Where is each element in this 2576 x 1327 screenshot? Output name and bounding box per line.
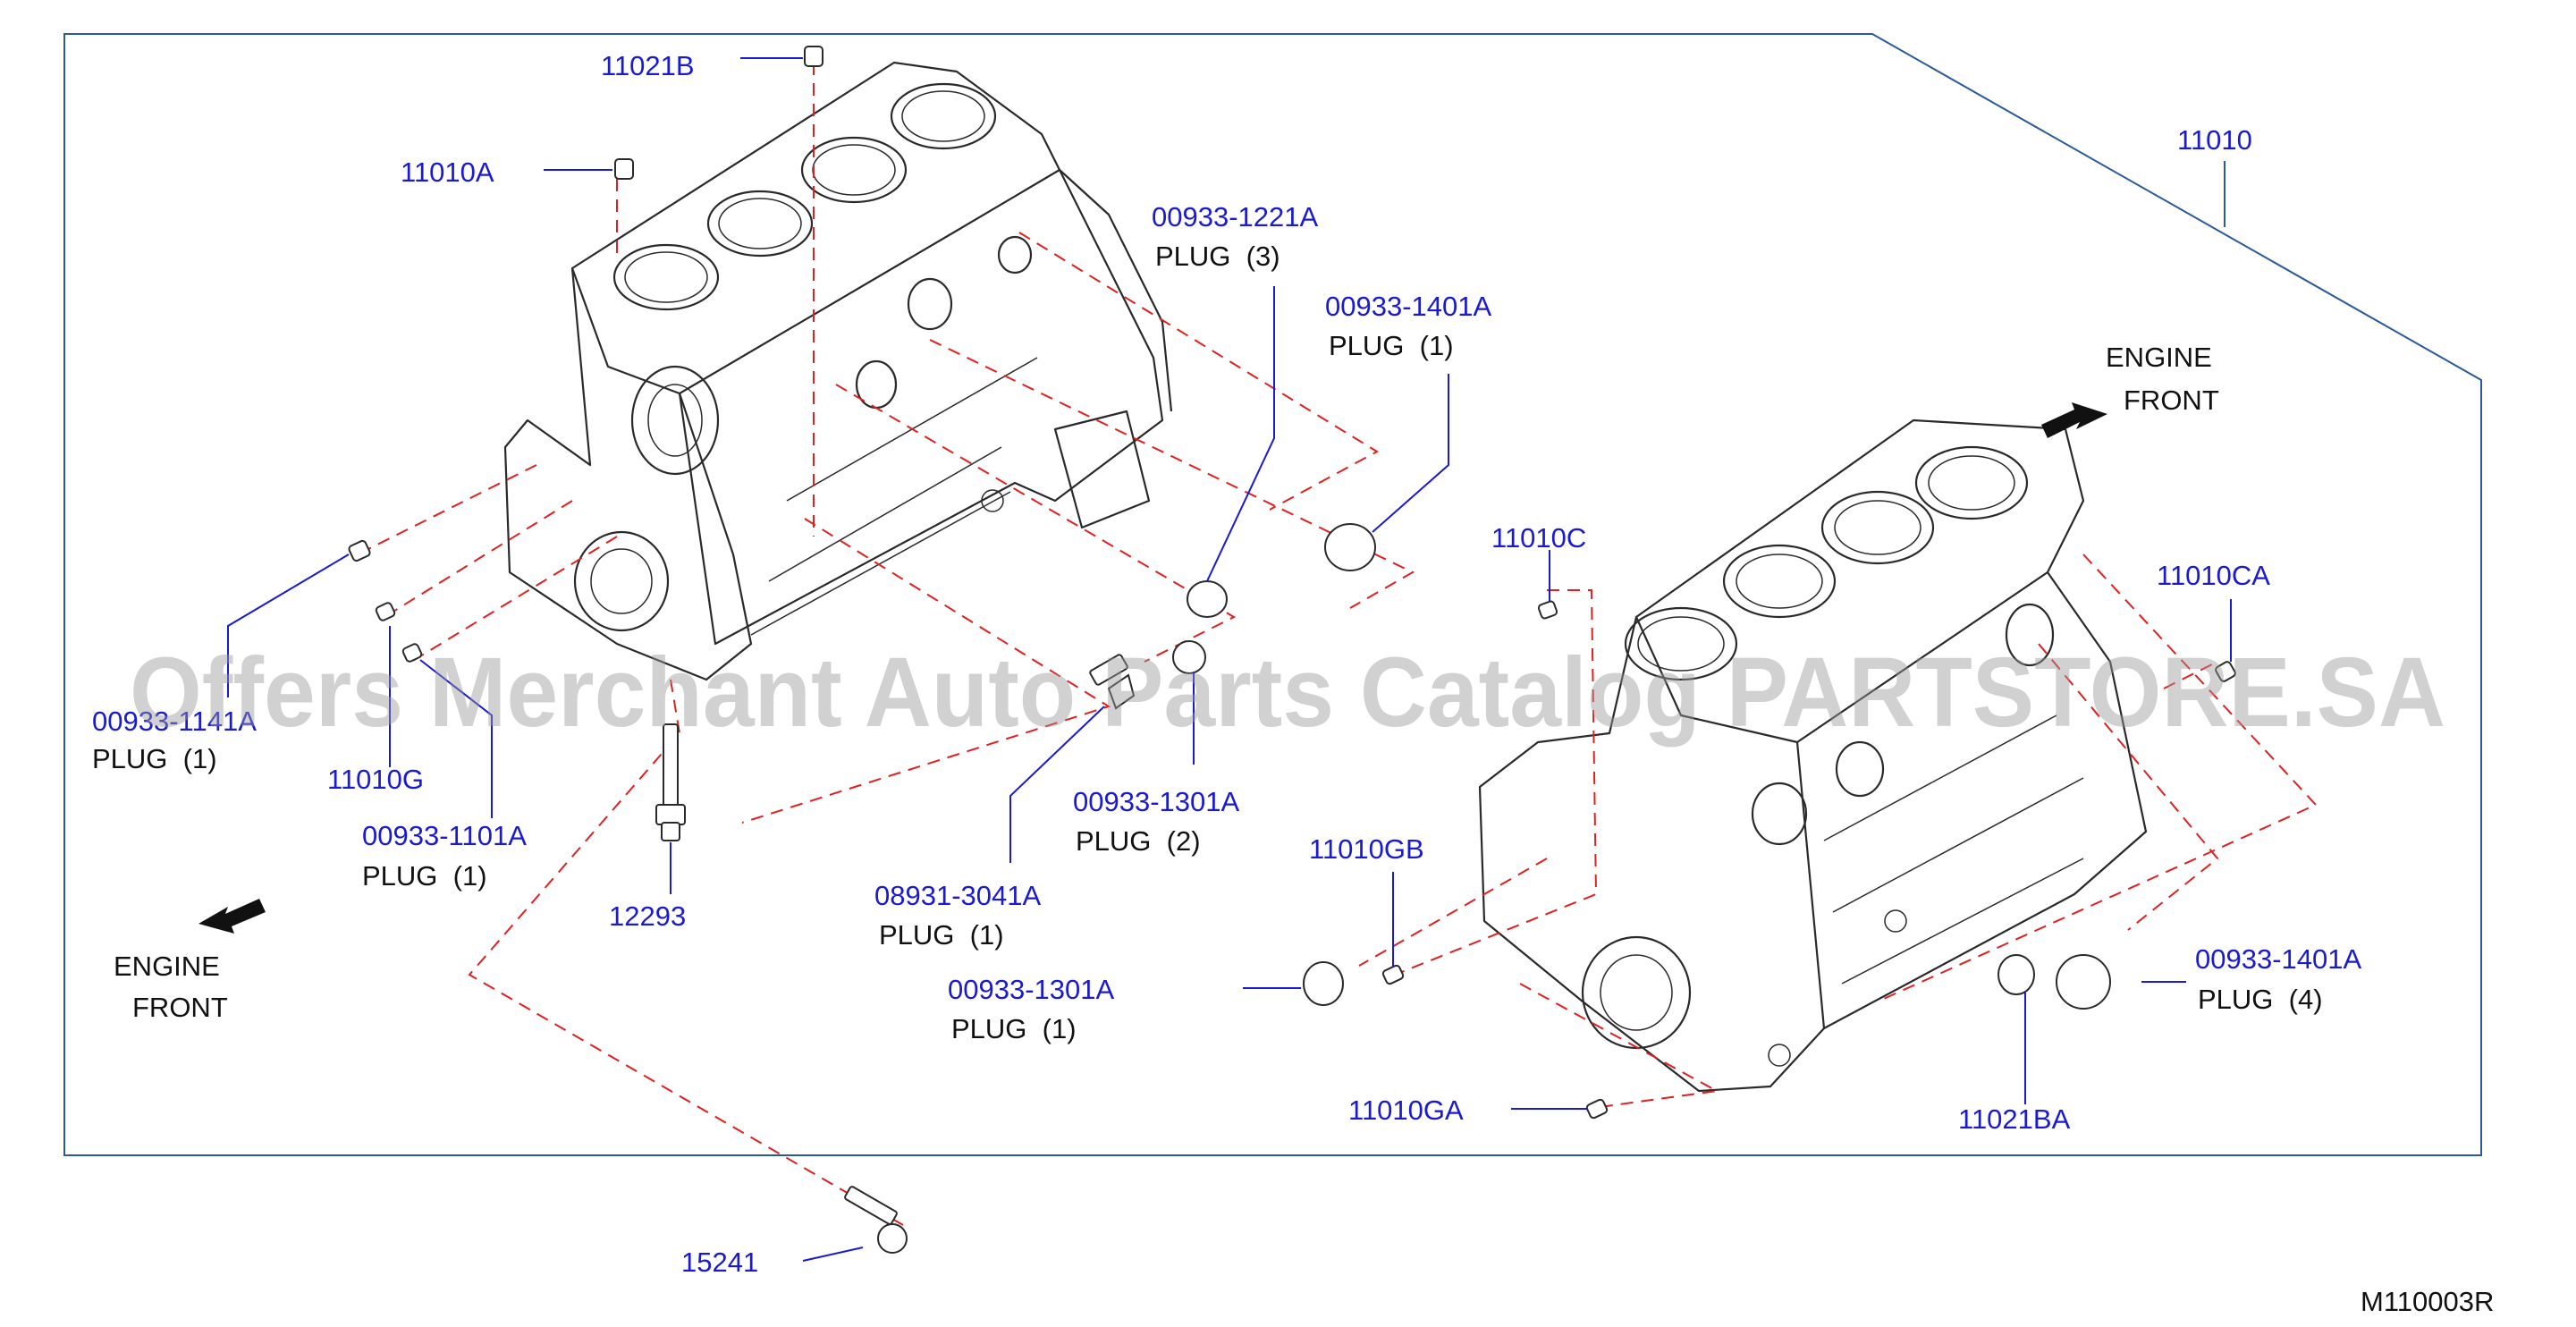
label-11010CA: 11010CA (2157, 560, 2270, 591)
plug-parts (348, 46, 2236, 1254)
plug-11010GB (1381, 964, 1405, 985)
stud-12293 (655, 723, 686, 841)
dashed-guides (357, 63, 2318, 1226)
desc-00933-1301A-a: PLUG (2) (1076, 825, 1201, 857)
labels: 11021B 11010A 11010 00933-1221A PLUG (3)… (92, 50, 2494, 1317)
engine-front-right-line2: FRONT (2124, 385, 2219, 416)
watermark: Offers Merchant Auto Parts Catalog PARTS… (130, 638, 2445, 748)
plug-11010C (1537, 600, 1558, 620)
engine-front-arrow-right (2041, 402, 2107, 438)
cup-plug-11021BA (1997, 954, 2035, 995)
label-00933-1141A: 00933-1141A (92, 706, 257, 737)
cup-plug-00933-1401A-bottom (2056, 954, 2111, 1010)
engine-front-left-line2: FRONT (132, 992, 228, 1023)
plug-11010GA (1585, 1098, 1609, 1120)
label-11010GA: 11010GA (1348, 1095, 1464, 1126)
desc-00933-1401A-bottom: PLUG (4) (2198, 984, 2323, 1015)
assembly-frame (63, 33, 2482, 1156)
cup-plug-00933-1301A-b (1303, 961, 1344, 1006)
engine-front-arrow-left (198, 899, 266, 934)
label-08931-3041A: 08931-3041A (874, 880, 1041, 911)
engine-front-right-line1: ENGINE (2106, 342, 2212, 373)
label-12293: 12293 (609, 900, 686, 932)
desc-00933-1101A: PLUG (1) (362, 860, 487, 892)
plug-11010G (375, 602, 396, 621)
leader-lines (227, 57, 2232, 1262)
bolt-15241 (844, 1186, 908, 1254)
label-11010C: 11010C (1491, 522, 1586, 554)
diagram-code: M110003R (2361, 1286, 2494, 1317)
plug-00933-1141A (348, 539, 371, 562)
plug-11010CA (2215, 661, 2236, 682)
label-00933-1101A: 00933-1101A (362, 820, 527, 851)
label-00933-1401A-top: 00933-1401A (1325, 291, 1491, 322)
cup-plug-00933-1401A-top (1324, 523, 1376, 571)
plug-11010A (614, 158, 634, 180)
bolt-08931-3041A (1089, 654, 1136, 710)
desc-00933-1221A: PLUG (3) (1155, 241, 1280, 272)
plug-00933-1101A (401, 643, 423, 663)
label-15241: 15241 (681, 1247, 758, 1278)
desc-00933-1141A: PLUG (1) (92, 743, 217, 774)
label-11021B: 11021B (601, 50, 695, 81)
cup-plug-00933-1221A (1187, 580, 1228, 618)
right-cylinder-block (1478, 418, 2148, 1093)
engine-front-left-line1: ENGINE (114, 951, 220, 982)
label-00933-1221A: 00933-1221A (1152, 201, 1318, 232)
label-00933-1301A-a: 00933-1301A (1073, 786, 1239, 817)
label-00933-1301A-b: 00933-1301A (948, 974, 1114, 1005)
label-11010G: 11010G (327, 764, 424, 795)
label-11010A: 11010A (401, 156, 494, 188)
label-11021BA: 11021BA (1958, 1103, 2071, 1135)
label-00933-1401A-bottom: 00933-1401A (2195, 943, 2361, 975)
label-11010: 11010 (2177, 124, 2252, 156)
desc-08931-3041A: PLUG (1) (879, 919, 1004, 951)
desc-00933-1401A-top: PLUG (1) (1329, 330, 1454, 361)
left-cylinder-block (503, 61, 1173, 681)
cup-plug-00933-1301A-a (1172, 640, 1206, 674)
desc-00933-1301A-b: PLUG (1) (951, 1013, 1077, 1044)
label-11010GB: 11010GB (1309, 833, 1424, 865)
plug-11021B (804, 46, 823, 67)
